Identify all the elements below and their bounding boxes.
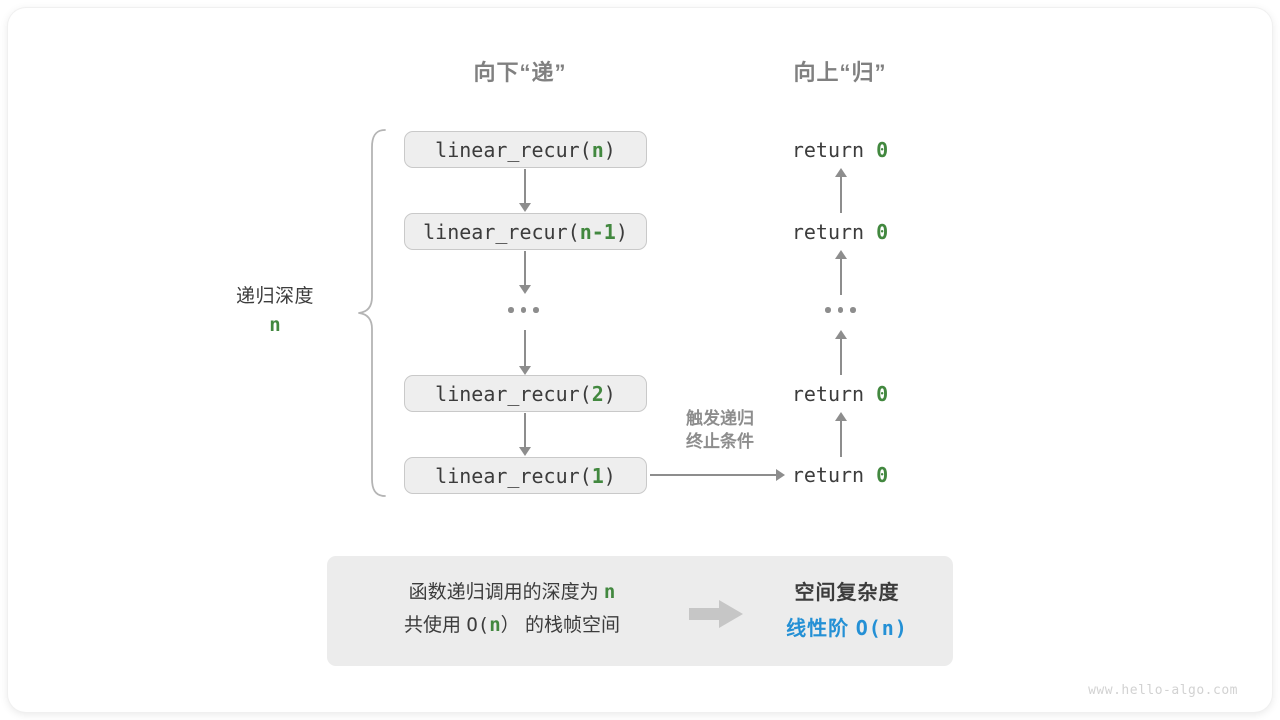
arrow-shaft [840, 421, 843, 457]
complexity-order-text: 线性阶 [786, 618, 856, 640]
left-ellipsis [508, 307, 539, 313]
arrow-head [835, 168, 847, 177]
summary-line-2-close: ） [500, 615, 520, 637]
arrow-head [835, 330, 847, 339]
ellipsis-dot [850, 307, 856, 313]
watermark: www.hello-algo.com [1088, 683, 1238, 698]
return-label-2: return 0 [755, 382, 925, 406]
arrow-head [519, 203, 531, 212]
call-box-0-suffix: ) [603, 137, 616, 162]
call-box-3-arg: 1 [591, 463, 604, 488]
arrow-head [519, 366, 531, 375]
depth-brace [355, 128, 391, 498]
implies-arrow-icon [689, 599, 745, 629]
arrow-shaft [524, 251, 527, 285]
ellipsis-dot [533, 307, 539, 313]
arrow-shaft [840, 339, 843, 375]
summary-line-2: 共使用 O(n） 的栈帧空间 [347, 609, 677, 642]
arrow-head [835, 250, 847, 259]
return-label-1: return 0 [755, 220, 925, 244]
arrow-shaft [524, 413, 527, 447]
up-arrow-1 [834, 250, 848, 295]
down-arrow-3 [518, 413, 532, 456]
right-ellipsis [825, 307, 856, 313]
return-keyword-2: return [791, 382, 865, 406]
termination-note-line2: 终止条件 [686, 431, 754, 451]
arrow-shaft [524, 169, 527, 203]
call-box-2: linear_recur(2) [404, 375, 647, 412]
arrow-head [835, 412, 847, 421]
space-complexity-title: 空间复杂度 [794, 582, 900, 604]
summary-line-1: 函数递归调用的深度为 n [347, 576, 677, 609]
column-header-return-up: 向上“归” [793, 60, 887, 85]
arrow-head [776, 469, 785, 481]
arrow-shaft [524, 330, 527, 366]
ellipsis-dot [520, 307, 526, 313]
recursion-depth-text: 递归深度 [235, 286, 314, 307]
call-box-3-suffix: ) [603, 463, 616, 488]
return-keyword-1: return [791, 220, 865, 244]
up-arrow-2 [834, 330, 848, 375]
up-arrow-0 [834, 168, 848, 213]
call-box-1-prefix: linear_recur( [423, 219, 580, 244]
arrow-shaft [840, 259, 843, 295]
return-value-1: 0 [876, 220, 889, 244]
call-box-3: linear_recur(1) [404, 457, 647, 494]
column-header-recurse-down: 向下“递” [473, 60, 567, 85]
return-label-0: return 0 [755, 138, 925, 162]
call-box-1-arg: n-1 [579, 219, 616, 244]
summary-line-2-post: 的栈帧空间 [519, 615, 620, 637]
arrow-shaft [840, 177, 843, 213]
space-complexity-value: 线性阶 O(n) [757, 611, 937, 647]
call-box-1: linear_recur(n-1) [404, 213, 647, 250]
recursion-depth-value: n [269, 314, 281, 336]
down-arrow-1 [518, 251, 532, 294]
return-value-2: 0 [876, 382, 889, 406]
call-box-3-prefix: linear_recur( [435, 463, 592, 488]
call-box-0-prefix: linear_recur( [435, 137, 592, 162]
summary-right-text: 空间复杂度 线性阶 O(n) [757, 576, 937, 647]
ellipsis-dot [825, 307, 831, 313]
call-box-2-arg: 2 [591, 381, 604, 406]
complexity-order-notation: O(n) [855, 616, 908, 640]
down-arrow-0 [518, 169, 532, 212]
arrow-head [519, 285, 531, 294]
summary-line-2-pre: 共使用 [404, 615, 467, 637]
termination-note-line1: 触发递归 [686, 409, 754, 428]
return-keyword-0: return [791, 138, 865, 162]
ellipsis-dot [837, 307, 843, 313]
call-box-2-prefix: linear_recur( [435, 381, 592, 406]
down-arrow-2 [518, 330, 532, 375]
summary-line-2-var: n [489, 614, 501, 637]
ellipsis-dot [508, 307, 514, 313]
summary-line-1-text: 函数递归调用的深度为 [408, 582, 604, 603]
summary-line-2-bigo: O( [466, 614, 490, 637]
call-box-0: linear_recur(n) [404, 131, 647, 168]
return-value-3: 0 [876, 463, 889, 487]
summary-left-text: 函数递归调用的深度为 n 共使用 O(n） 的栈帧空间 [347, 576, 677, 643]
up-arrow-3 [834, 412, 848, 457]
arrow-head [519, 447, 531, 456]
arrow-shaft [650, 474, 776, 477]
base-case-arrow [650, 468, 785, 482]
termination-condition-note: 触发递归 终止条件 [645, 408, 795, 454]
return-label-3: return 0 [755, 463, 925, 487]
summary-panel: 函数递归调用的深度为 n 共使用 O(n） 的栈帧空间 空间复杂度 线性阶 O(… [327, 556, 953, 666]
call-box-0-arg: n [591, 137, 604, 162]
call-box-2-suffix: ) [603, 381, 616, 406]
return-value-0: 0 [876, 138, 889, 162]
summary-line-1-var: n [603, 581, 616, 603]
return-keyword-3: return [791, 463, 865, 487]
call-box-1-suffix: ) [615, 219, 628, 244]
recursion-depth-label: 递归深度 n [185, 281, 365, 336]
